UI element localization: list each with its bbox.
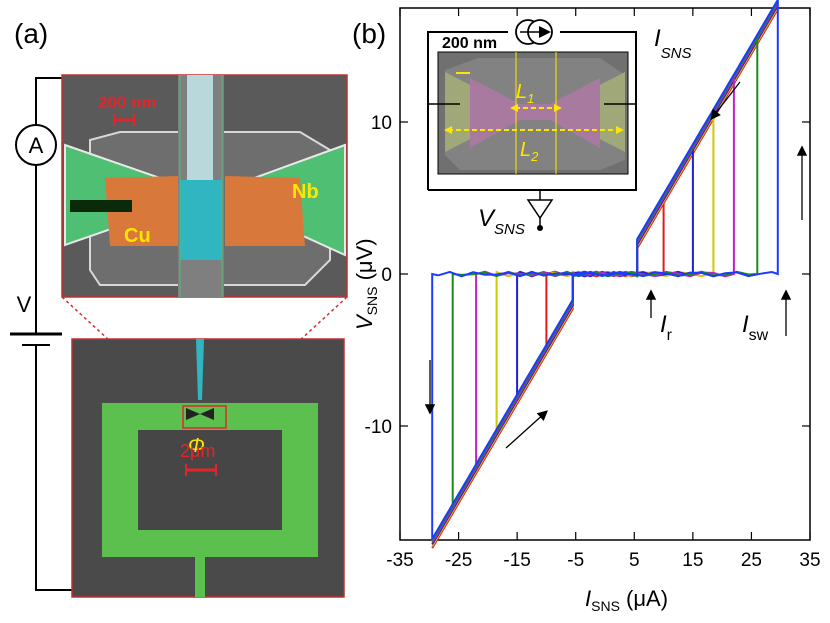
x-tick-label: -35 — [386, 550, 413, 571]
chart-series — [431, 0, 779, 549]
x-axis-label-unit: (μA) — [620, 586, 668, 611]
V-sns-label: VSNS — [478, 205, 525, 238]
inset-circuit — [427, 19, 637, 231]
y-axis-label-main: V — [352, 313, 377, 330]
Ir-sub: r — [667, 327, 673, 344]
x-tick-label: -25 — [445, 550, 472, 571]
L2-main: L — [520, 139, 531, 161]
Isw-sub: sw — [749, 327, 769, 344]
x-tick-label: 25 — [741, 550, 762, 571]
V-sns-main: V — [478, 205, 496, 232]
flux-symbol: Φ — [188, 435, 205, 457]
x-tick-label: -15 — [503, 550, 530, 571]
inset-scale-label: 200 nm — [442, 35, 497, 52]
cu-pad-right — [225, 176, 305, 246]
V-sns-sub: SNS — [494, 221, 525, 238]
scale-label-top: 200 nm — [98, 93, 157, 112]
I-sns-sub: SNS — [661, 45, 692, 62]
y-axis-label-sub: SNS — [364, 287, 380, 316]
voltage-source-label: V — [17, 292, 32, 317]
L2-label: L2 — [520, 139, 539, 164]
sem-image-zoom — [61, 74, 348, 298]
scale-label-bottom: 2μm — [180, 441, 215, 461]
ammeter-symbol: A — [29, 133, 44, 158]
cyan-bar — [180, 180, 222, 260]
L1-sub: 1 — [527, 91, 534, 106]
I-sns-main: I — [654, 25, 661, 52]
Isw-label: Isw — [742, 311, 769, 344]
L2-sub: 2 — [530, 149, 539, 164]
L1-main: L — [516, 81, 527, 103]
L1-label: L1 — [516, 81, 534, 106]
y-tick-label: 0 — [381, 265, 392, 286]
y-axis-label: VSNS (μV) — [352, 238, 380, 330]
Ir-main: I — [660, 311, 667, 338]
x-tick-label: -5 — [567, 550, 584, 571]
panel-a-label: (a) — [14, 18, 49, 49]
x-tick-label: 35 — [799, 550, 820, 571]
x-tick-label: 15 — [682, 550, 703, 571]
y-tick-label: -10 — [365, 417, 392, 438]
nb-label: Nb — [292, 181, 319, 203]
Isw-main: I — [742, 311, 749, 338]
cu-pad-left — [105, 176, 180, 246]
chart-ticks: -35 -25 -15 -5 5 15 25 35 -10 0 10 — [365, 8, 821, 571]
sem-image-ring — [71, 338, 345, 598]
series-line — [431, 0, 779, 540]
annotation-arrows — [424, 81, 808, 449]
I-sns-label: ISNS — [654, 25, 692, 62]
cu-label: Cu — [124, 225, 151, 247]
y-tick-label: 10 — [371, 113, 392, 134]
x-axis-label-sub: SNS — [591, 598, 620, 614]
x-axis-label-main: I — [585, 586, 591, 611]
y-axis-label-unit: (μV) — [352, 238, 377, 286]
x-tick-label: 5 — [629, 550, 640, 571]
ammeter-circle — [15, 124, 57, 166]
panel-b-label: (b) — [352, 18, 387, 49]
x-axis-label: ISNS (μA) — [585, 586, 668, 614]
Ir-label: Ir — [660, 311, 673, 344]
